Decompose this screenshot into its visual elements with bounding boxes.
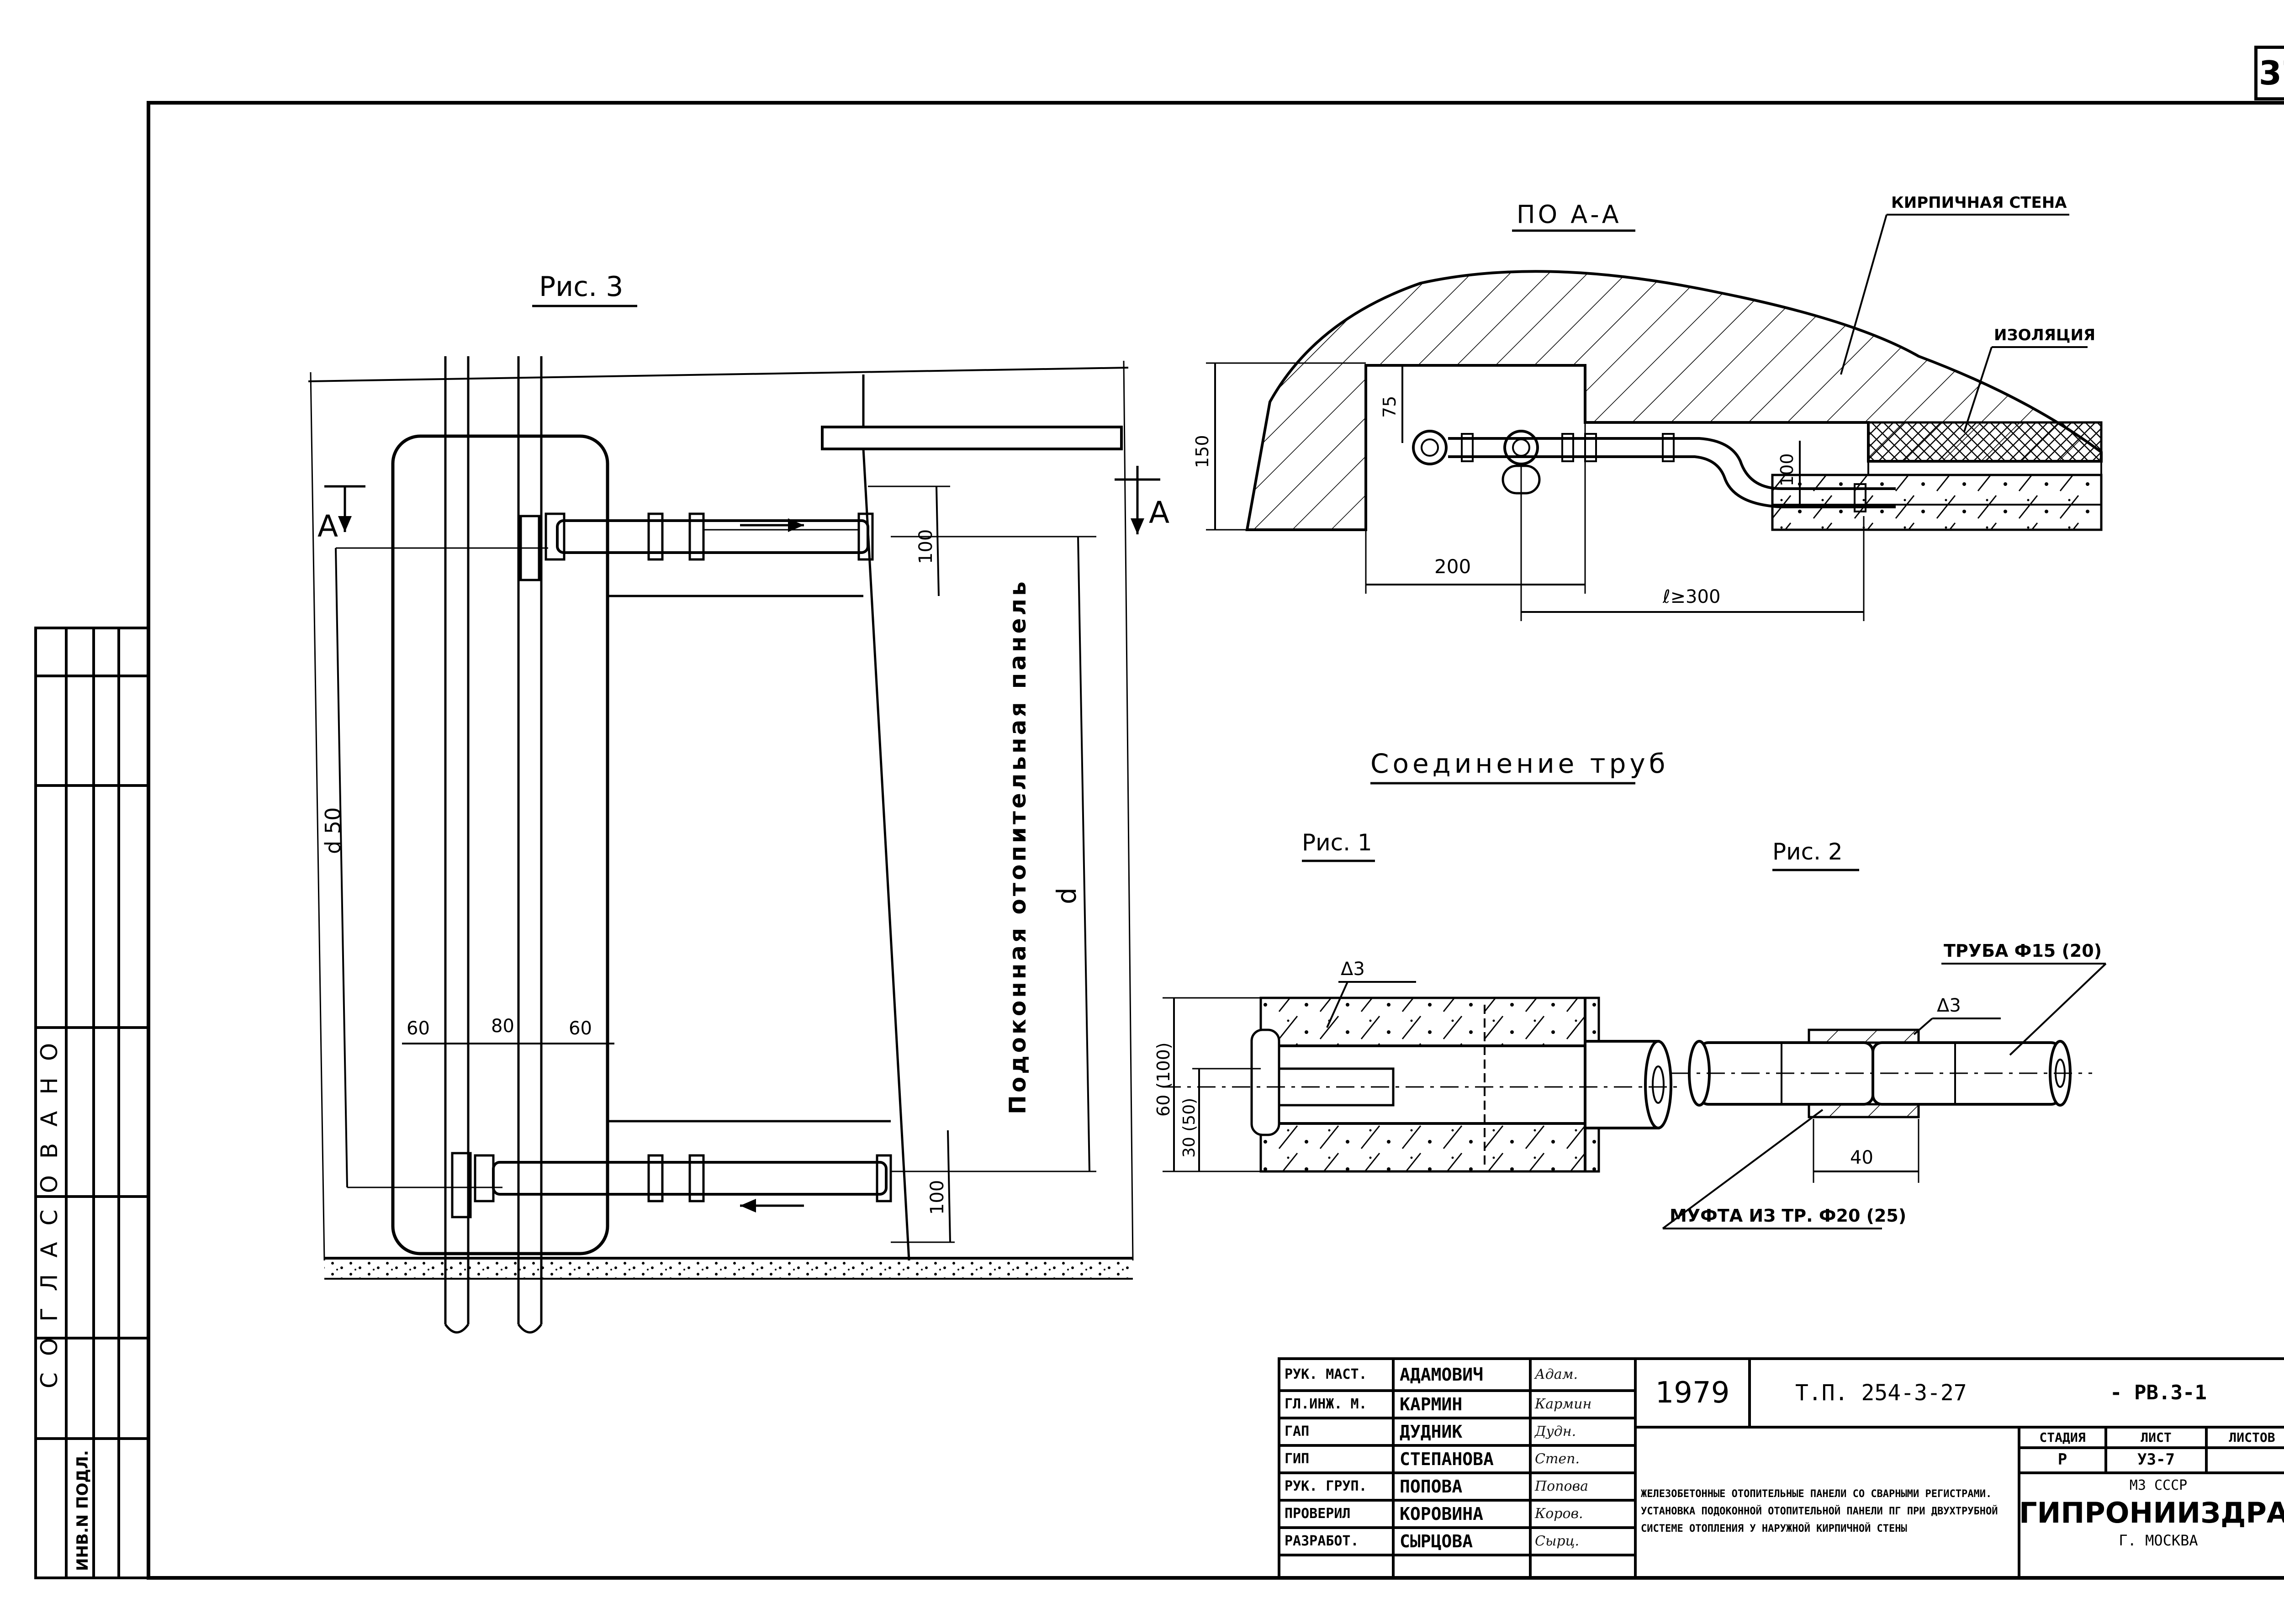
return-branch (451, 1152, 892, 1218)
insulation-layer (1867, 421, 2103, 463)
cut-mark-left: A (317, 509, 338, 544)
section-aa-title: ПО А-А (1517, 200, 1622, 229)
title-block-role: ПРОВЕРИЛ (1285, 1506, 1351, 1522)
stage-label: СТАДИЯ (2039, 1430, 2086, 1445)
fig2-sleeve-top (1808, 1028, 1920, 1044)
title-block-role: РУК. МАСТ. (1285, 1366, 1367, 1382)
sheet-label: ЛИСТ (2141, 1430, 2172, 1445)
title-block-name: ДУДНИК (1400, 1422, 1463, 1442)
title-block-grid (1278, 1357, 2284, 1579)
section-aa-view (1206, 214, 2103, 621)
riser-pipe-2 (1503, 430, 1539, 465)
fig1-dim-outer: 60 (100) (1153, 1042, 1174, 1117)
title-block-role: ГАП (1285, 1424, 1310, 1439)
heating-panel (391, 434, 609, 1255)
sheets-label: ЛИСТОВ (2229, 1430, 2275, 1445)
sheet-value: УЗ-7 (2137, 1450, 2175, 1469)
fig2-dim-40: 40 (1850, 1147, 1873, 1168)
joint-title-underline (1302, 782, 1859, 871)
riser-pipe-1 (1412, 430, 1448, 465)
title-block-role: ГИП (1285, 1451, 1310, 1467)
branch-pipe (1448, 437, 1896, 490)
title-block-role: РАЗРАБОТ. (1285, 1533, 1359, 1549)
sheet-code: - РВ.3-1 (2110, 1381, 2207, 1404)
dim-60-right: 60 (569, 1018, 592, 1039)
city: Г. МОСКВА (2119, 1532, 2198, 1549)
title-block-name: КОРОВИНА (1400, 1504, 1484, 1524)
year: 1979 (1655, 1376, 1730, 1410)
approved-stamp-label: СОГЛАСОВАНО (36, 1027, 63, 1388)
joint-title: Соединение труб (1370, 748, 1669, 779)
title-block-name: АДАМОВИЧ (1400, 1365, 1484, 1385)
fig2-sleeve-label: МУФТА ИЗ ТР. Ф20 (25) (1670, 1206, 1906, 1226)
title-block-role: РУК. ГРУП. (1285, 1478, 1367, 1494)
fig3-title: Рис. 3 (539, 271, 623, 303)
floor-slab (324, 1260, 1133, 1278)
insulation-label: ИЗОЛЯЦИЯ (1994, 326, 2095, 344)
title-block: РУК. МАСТ. АДАМОВИЧ Адам. ГЛ.ИНЖ. М. КАР… (1279, 1359, 2284, 1578)
dim-100-bottom: 100 (927, 1180, 948, 1215)
dim-d: d (1051, 887, 1082, 904)
fig1-top-concrete (1259, 997, 1600, 1054)
dim-75: 75 (1380, 396, 1400, 418)
signature: Дудн. (1535, 1424, 1576, 1439)
dim-80: 80 (491, 1016, 514, 1037)
fig1-bottom-concrete (1259, 1115, 1600, 1173)
title-block-name: СЫРЦОВА (1400, 1531, 1473, 1551)
fig2-weld-label: Δ3 (1937, 995, 1961, 1016)
fig1-pipe-outer (1259, 1044, 1600, 1125)
title-block-name: СТЕПАНОВА (1400, 1449, 1494, 1469)
project-code: Т.П. 254-3-27 (1795, 1380, 1967, 1406)
dim-d50: d 50 (321, 807, 345, 854)
fig3-view (308, 305, 1160, 1334)
dim-150: 150 (1192, 435, 1212, 468)
sheets-value (2206, 1448, 2284, 1473)
brick-wall-label: КИРПИЧНАЯ СТЕНА (1891, 194, 2067, 212)
title-block-role: ГЛ.ИНЖ. М. (1285, 1396, 1367, 1412)
dim-100-top: 100 (915, 529, 936, 564)
floor-screed (1771, 474, 2103, 531)
signature: Кармин (1535, 1396, 1592, 1412)
fig1-dim-inner: 30 (50) (1180, 1098, 1199, 1158)
fig2-view (1662, 963, 2107, 1229)
dim-60-left: 60 (407, 1018, 430, 1039)
fig1-weld-label: Δ3 (1341, 959, 1365, 980)
fig2-title: Рис. 2 (1772, 838, 1843, 865)
signature: Адам. (1535, 1366, 1578, 1382)
signature: Степ. (1535, 1451, 1580, 1467)
fig1-view (1163, 981, 1681, 1173)
cut-mark-right: A (1149, 495, 1169, 530)
panel-label: Подоконная отопительная панель (1005, 579, 1031, 1114)
inventory-stamp-label: ИНВ.N ПОДЛ. (74, 1450, 92, 1571)
fig2-pipe-label: ТРУБА Ф15 (20) (1944, 941, 2102, 961)
ministry: МЗ СССР (2129, 1477, 2188, 1493)
title-block-name: КАРМИН (1400, 1394, 1463, 1414)
drawing-description: ЖЕЛЕЗОБЕТОННЫЕ ОТОПИТЕЛЬНЫЕ ПАНЕЛИ СО СВ… (1641, 1488, 1998, 1534)
title-block-name: ПОПОВА (1400, 1476, 1463, 1497)
signature: Коров. (1535, 1506, 1583, 1522)
brick-wall (1245, 270, 2103, 531)
side-stamp (34, 627, 150, 1579)
stage-value: Р (2057, 1450, 2067, 1469)
window-sill (821, 426, 1123, 450)
sheet-number: 37 (2254, 46, 2284, 100)
signature: Попова (1535, 1478, 1588, 1494)
fig2-sleeve-bottom (1808, 1103, 1920, 1118)
dim-200: 200 (1434, 555, 1471, 578)
dim-100-section: 100 (1777, 453, 1797, 486)
supply-branch (519, 512, 874, 581)
organization-name: ГИПРОНИИЗДРАВ (2019, 1496, 2284, 1529)
dim-l300: ℓ≥300 (1662, 586, 1720, 607)
fig1-title: Рис. 1 (1302, 829, 1372, 856)
finish-layer (1867, 460, 2102, 476)
signature: Сырц. (1535, 1533, 1580, 1549)
